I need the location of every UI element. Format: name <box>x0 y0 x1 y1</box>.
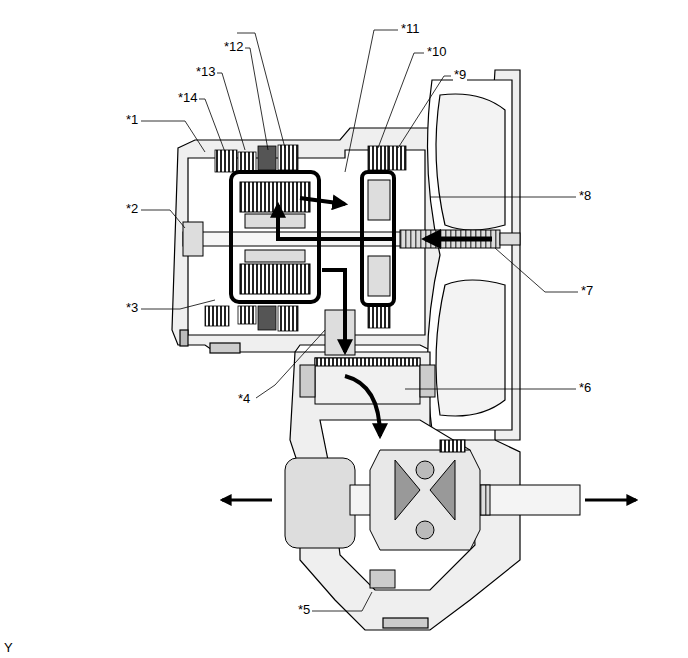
view-label: Y <box>3 641 14 655</box>
callout-number: *2 <box>125 202 139 216</box>
callout-number: *12 <box>223 40 245 54</box>
callout-number: *14 <box>177 91 199 105</box>
callout-number: *9 <box>453 68 467 82</box>
power-flow-arrows <box>222 172 636 500</box>
case <box>172 70 520 630</box>
callout-number: *6 <box>578 381 592 395</box>
callout-number: *4 <box>237 392 251 406</box>
callout-number: *8 <box>578 189 592 203</box>
callout-number: *13 <box>195 65 217 79</box>
leader-lines <box>141 30 578 611</box>
callout-number: *10 <box>426 45 448 59</box>
callout-number: *1 <box>125 113 139 127</box>
callout-number: *11 <box>400 22 421 36</box>
callout-number: *7 <box>580 284 594 298</box>
callout-number: *5 <box>297 603 311 617</box>
callout-number: *3 <box>125 301 139 315</box>
differential <box>285 440 580 588</box>
clutch-packs <box>205 145 406 331</box>
